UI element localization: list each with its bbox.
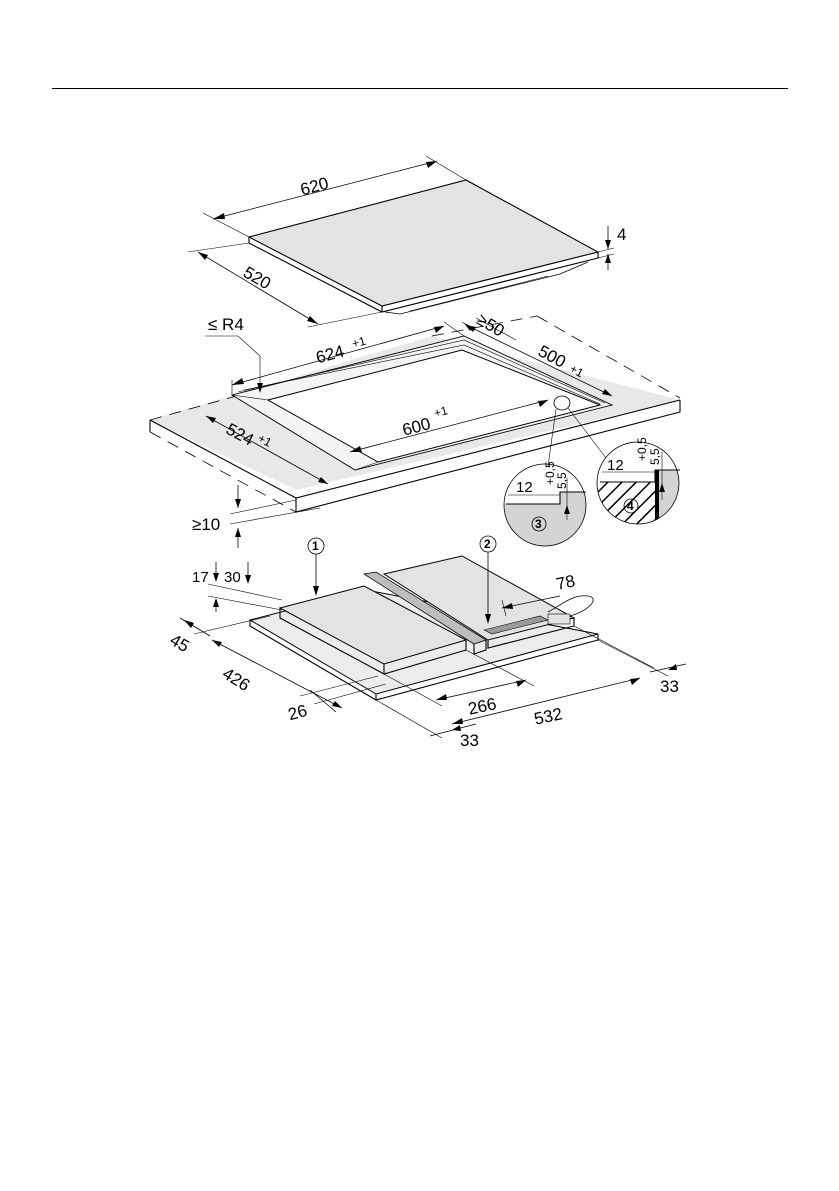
- label-624-tol: +1: [350, 334, 367, 351]
- label-33-right: 33: [660, 677, 679, 696]
- module-divider: [362, 571, 487, 655]
- callout-1: 1: [312, 539, 319, 553]
- label-55-a: 5,5: [555, 472, 569, 489]
- label-4: 4: [617, 225, 626, 244]
- label-266: 266: [466, 694, 498, 718]
- label-26: 26: [286, 701, 309, 724]
- label-45: 45: [167, 630, 193, 656]
- dim-10: ≥10: [192, 485, 321, 548]
- dim-26: 26: [286, 675, 387, 724]
- detail-3: 3 12 +0,5 5,5: [503, 461, 587, 547]
- dim-17-30: 17 30: [192, 562, 283, 612]
- dim-78: 78: [501, 571, 577, 617]
- label-55-b: 5,5: [648, 448, 662, 465]
- callout-4: 4: [627, 499, 634, 513]
- label-10: ≥10: [192, 515, 220, 534]
- dim-r4: ≤ R4: [205, 315, 263, 393]
- label-12-b: 12: [607, 457, 624, 474]
- detail-marker: [553, 395, 571, 411]
- label-426: 426: [219, 664, 253, 695]
- dim-33-right: 33: [573, 625, 687, 696]
- callout-2-group: 2: [479, 535, 497, 624]
- label-600-tol: +1: [432, 403, 449, 420]
- dim-33-bottom: 33: [375, 699, 479, 750]
- label-tol-b: +0,5: [635, 437, 649, 461]
- label-524-tol: +1: [255, 431, 274, 450]
- label-620: 620: [298, 174, 330, 200]
- callout-2: 2: [484, 537, 491, 551]
- label-30: 30: [224, 569, 241, 586]
- callout-3: 3: [535, 517, 542, 531]
- label-12-a: 12: [516, 479, 533, 496]
- detail-4: 4 12 +0,5 5,5: [596, 437, 680, 525]
- label-17: 17: [192, 569, 209, 586]
- hob-glass: [247, 179, 600, 315]
- worktop: [149, 315, 681, 513]
- header-rule: [52, 88, 788, 89]
- label-500-tol: +1: [567, 361, 586, 380]
- dim-4: 4: [597, 225, 626, 270]
- module-right: [382, 555, 594, 649]
- dim-600: 600 +1: [349, 399, 549, 453]
- label-tol-a: +0,5: [543, 461, 557, 485]
- label-532: 532: [532, 704, 564, 728]
- callout-1-group: 1: [307, 537, 325, 596]
- label-50: ≥50: [474, 310, 508, 341]
- label-33-bottom: 33: [460, 731, 479, 750]
- label-520: 520: [240, 263, 274, 294]
- label-78: 78: [554, 571, 576, 594]
- label-r4: ≤ R4: [208, 315, 244, 334]
